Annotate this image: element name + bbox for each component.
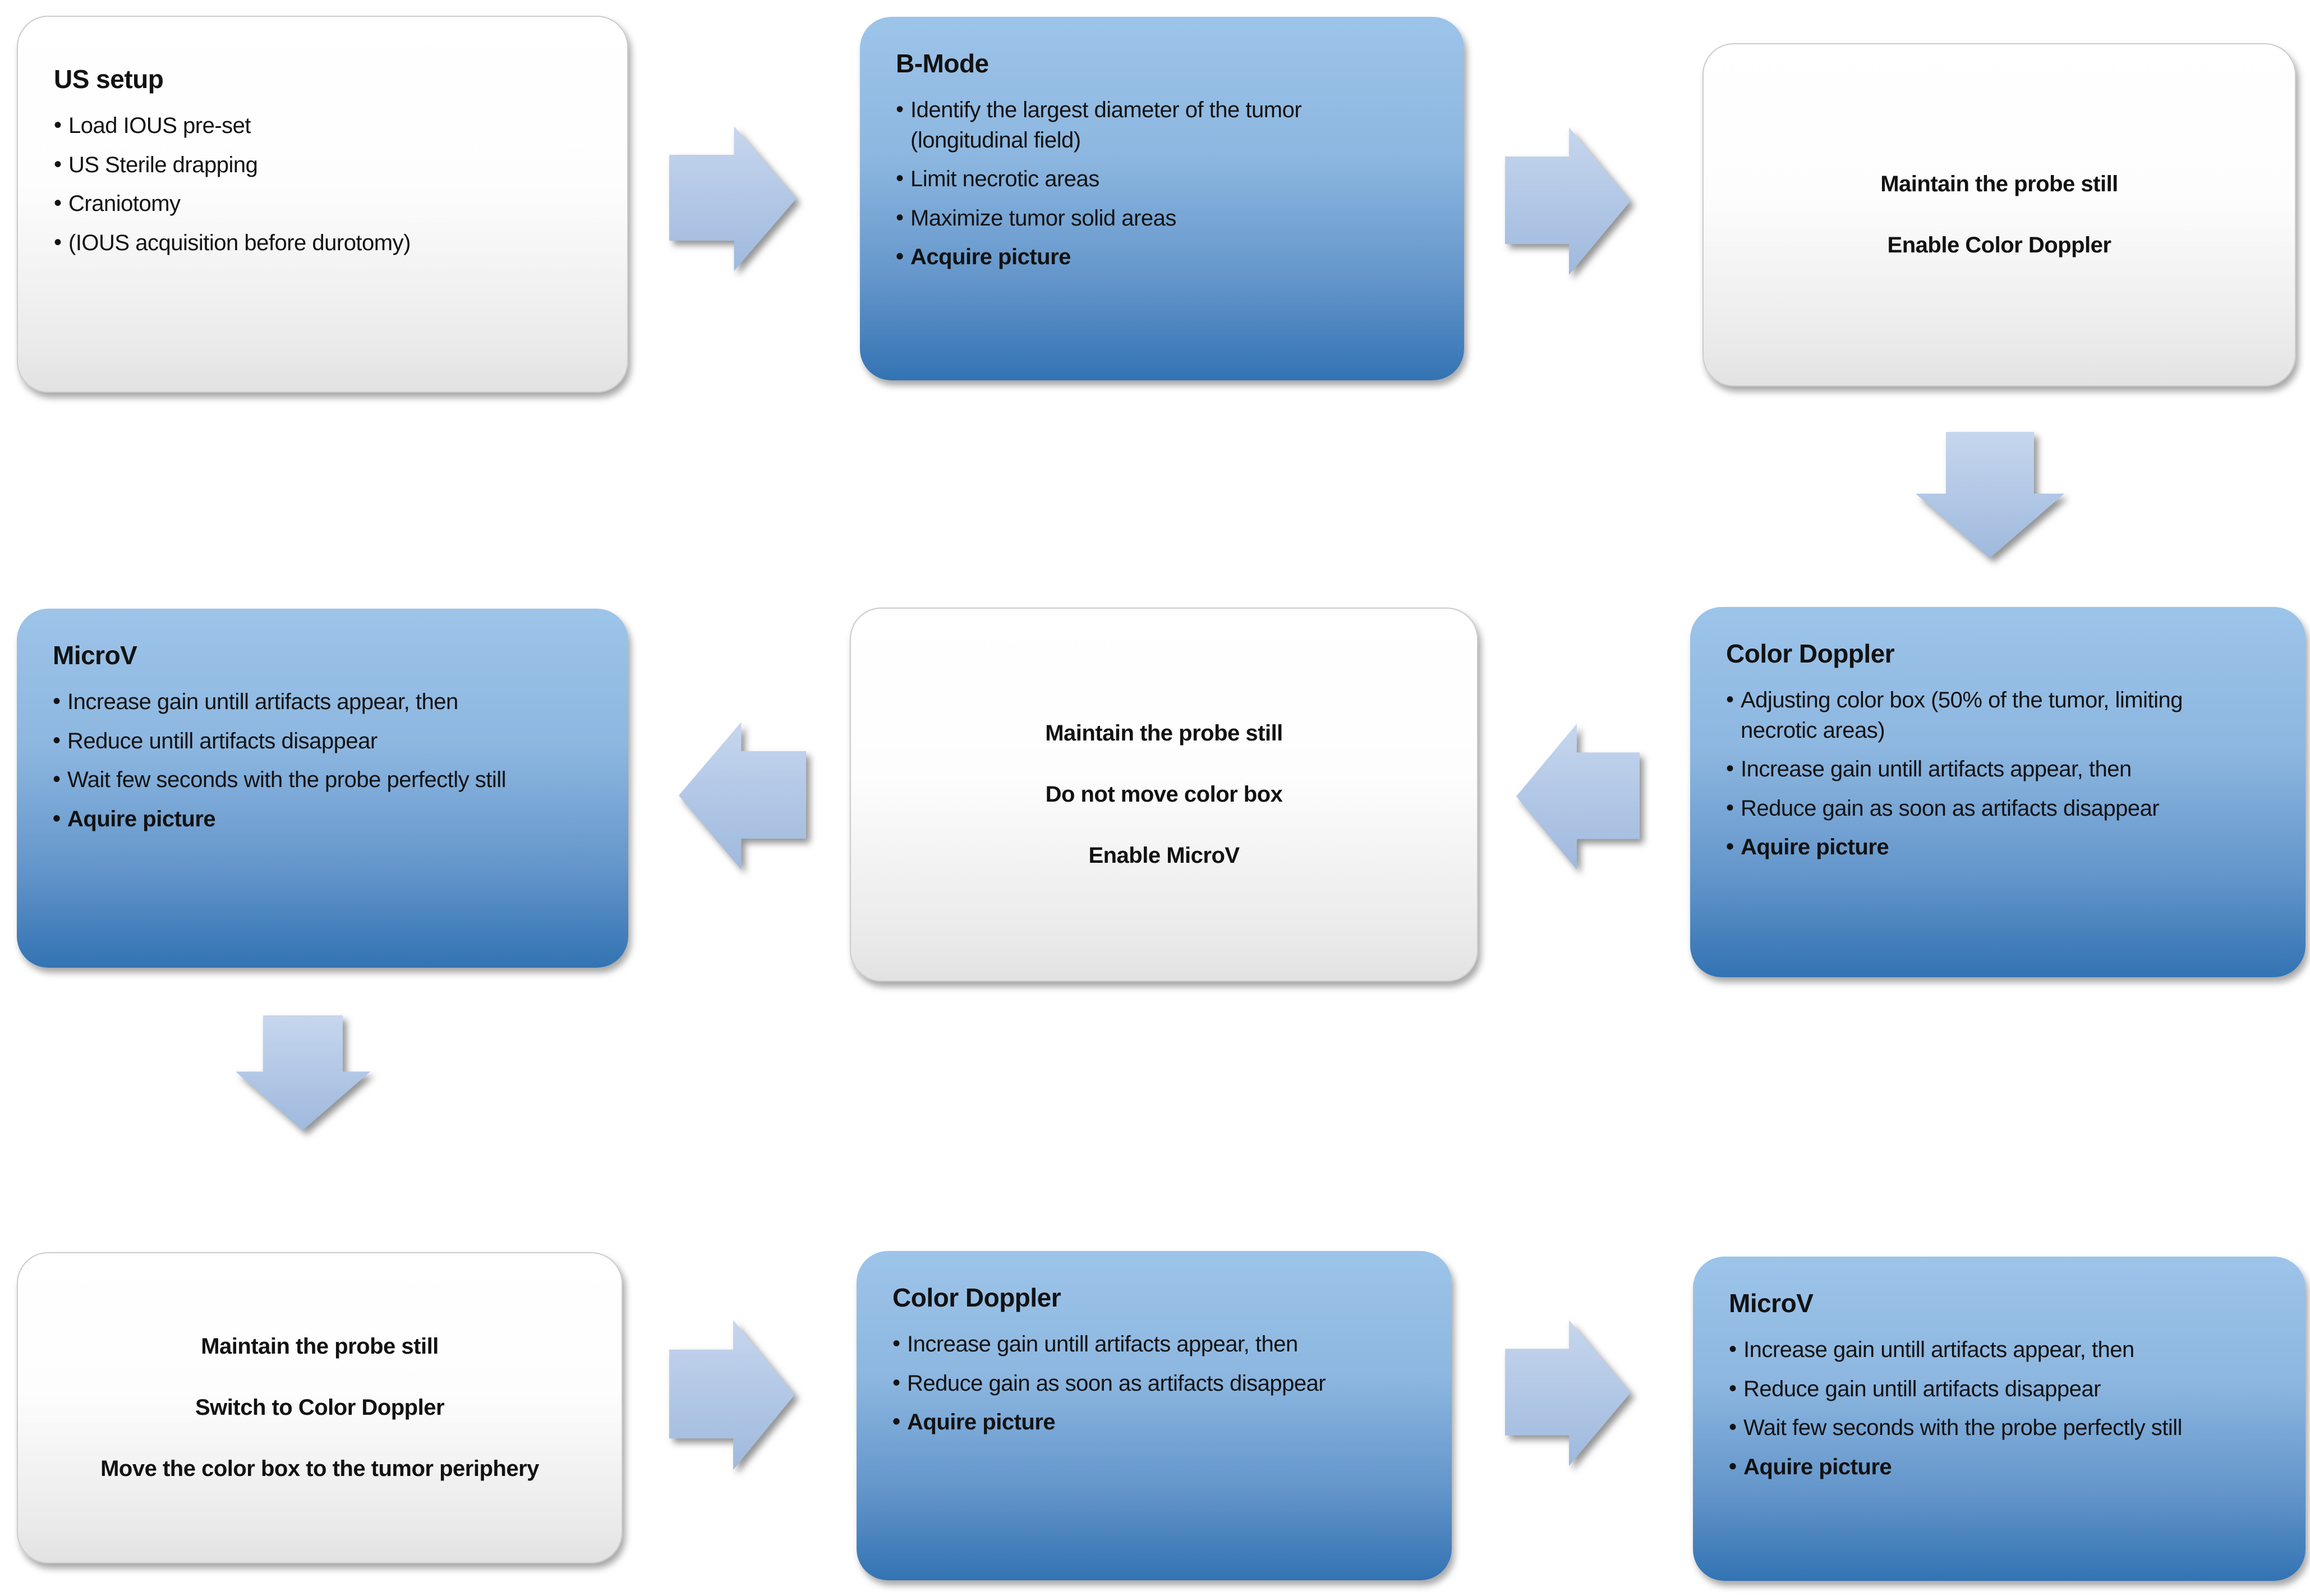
bullet-item: US Sterile drapping xyxy=(54,150,547,181)
instruction-line: Maintain the probe still xyxy=(1045,721,1283,746)
right-arrow-icon xyxy=(1505,1320,1631,1466)
down-block-arrow xyxy=(236,1015,370,1130)
right-block-arrow xyxy=(669,126,797,271)
box-maintain-enable-microv: Maintain the probe still Do not move col… xyxy=(850,608,1478,982)
right-block-arrow xyxy=(669,1320,795,1470)
bullet-item: Aquire picture xyxy=(1729,1452,2222,1483)
box-b-mode: B-Mode Identify the largest diameter of … xyxy=(860,17,1464,380)
bullet-item: Reduce gain as soon as artifacts disappe… xyxy=(892,1368,1386,1399)
left-block-arrow xyxy=(679,722,806,870)
left-block-arrow xyxy=(1516,724,1640,870)
bullet-item: Craniotomy xyxy=(54,188,547,219)
box-color-doppler-periphery: Color Doppler Increase gain untill artif… xyxy=(857,1251,1452,1580)
box-maintain-switch-color-doppler: Maintain the probe still Switch to Color… xyxy=(17,1252,623,1563)
bullet-item: Aquire picture xyxy=(53,804,546,835)
instruction-line: Enable MicroV xyxy=(1088,843,1240,868)
bullet-item: Wait few seconds with the probe perfectl… xyxy=(53,765,546,795)
right-arrow-icon xyxy=(669,126,797,271)
bullet-item: Load IOUS pre-set xyxy=(54,111,547,141)
bullet-item: Reduce untill artifacts disappear xyxy=(53,726,546,757)
instruction-line: Enable Color Doppler xyxy=(1887,233,2111,257)
bullet-list: Identify the largest diameter of the tum… xyxy=(896,95,1389,273)
bullet-item: Increase gain untill artifacts appear, t… xyxy=(53,687,546,717)
bullet-item: Aquire picture xyxy=(892,1407,1386,1438)
bullet-item: Reduce gain untill artifacts disappear xyxy=(1729,1374,2222,1405)
bullet-list: Increase gain untill artifacts appear, t… xyxy=(53,687,546,834)
bullet-item: Aquire picture xyxy=(1726,832,2220,863)
box-title: Color Doppler xyxy=(892,1283,1061,1312)
right-block-arrow xyxy=(1505,1320,1631,1466)
bullet-item: Increase gain untill artifacts appear, t… xyxy=(892,1329,1386,1360)
right-arrow-icon xyxy=(669,1320,795,1470)
box-microv-tumor: MicroV Increase gain untill artifacts ap… xyxy=(17,609,628,968)
bullet-item: Increase gain untill artifacts appear, t… xyxy=(1729,1335,2222,1365)
box-microv-periphery: MicroV Increase gain untill artifacts ap… xyxy=(1693,1257,2306,1581)
bullet-list: Increase gain untill artifacts appear, t… xyxy=(1729,1335,2222,1482)
bullet-item: Adjusting color box (50% of the tumor, l… xyxy=(1726,685,2220,746)
instruction-line: Switch to Color Doppler xyxy=(195,1395,445,1420)
instruction-line: Maintain the probe still xyxy=(201,1334,439,1359)
down-arrow-icon xyxy=(236,1015,370,1130)
bullet-item: Identify the largest diameter of the tum… xyxy=(896,95,1389,155)
instruction-line: Maintain the probe still xyxy=(1880,172,2118,197)
instruction-line: Move the color box to the tumor peripher… xyxy=(100,1456,539,1481)
bullet-item: Increase gain untill artifacts appear, t… xyxy=(1726,754,2220,785)
bullet-list: Increase gain untill artifacts appear, t… xyxy=(892,1329,1386,1438)
right-block-arrow xyxy=(1505,127,1631,275)
instruction-line: Do not move color box xyxy=(1045,782,1283,807)
box-title: MicroV xyxy=(1729,1289,1814,1318)
bullet-list: Adjusting color box (50% of the tumor, l… xyxy=(1726,685,2220,863)
box-maintain-enable-color-doppler: Maintain the probe still Enable Color Do… xyxy=(1702,43,2296,387)
box-color-doppler-tumor: Color Doppler Adjusting color box (50% o… xyxy=(1690,607,2306,977)
left-arrow-icon xyxy=(1516,724,1640,870)
box-title: B-Mode xyxy=(896,49,989,78)
bullet-item: Reduce gain as soon as artifacts disappe… xyxy=(1726,793,2220,824)
bullet-item: Acquire picture xyxy=(896,242,1389,273)
right-arrow-icon xyxy=(1505,127,1631,275)
bullet-item: Wait few seconds with the probe perfectl… xyxy=(1729,1413,2222,1443)
box-title: US setup xyxy=(54,65,164,94)
down-arrow-icon xyxy=(1916,432,2064,558)
box-us-setup: US setup Load IOUS pre-set US Sterile dr… xyxy=(17,16,628,393)
box-title: MicroV xyxy=(53,641,137,670)
bullet-list: Load IOUS pre-set US Sterile drapping Cr… xyxy=(54,111,547,258)
box-title: Color Doppler xyxy=(1726,639,1895,668)
bullet-item: (IOUS acquisition before durotomy) xyxy=(54,228,547,259)
down-block-arrow xyxy=(1916,432,2064,558)
left-arrow-icon xyxy=(679,722,806,870)
bullet-item: Limit necrotic areas xyxy=(896,164,1389,195)
bullet-item: Maximize tumor solid areas xyxy=(896,203,1389,234)
